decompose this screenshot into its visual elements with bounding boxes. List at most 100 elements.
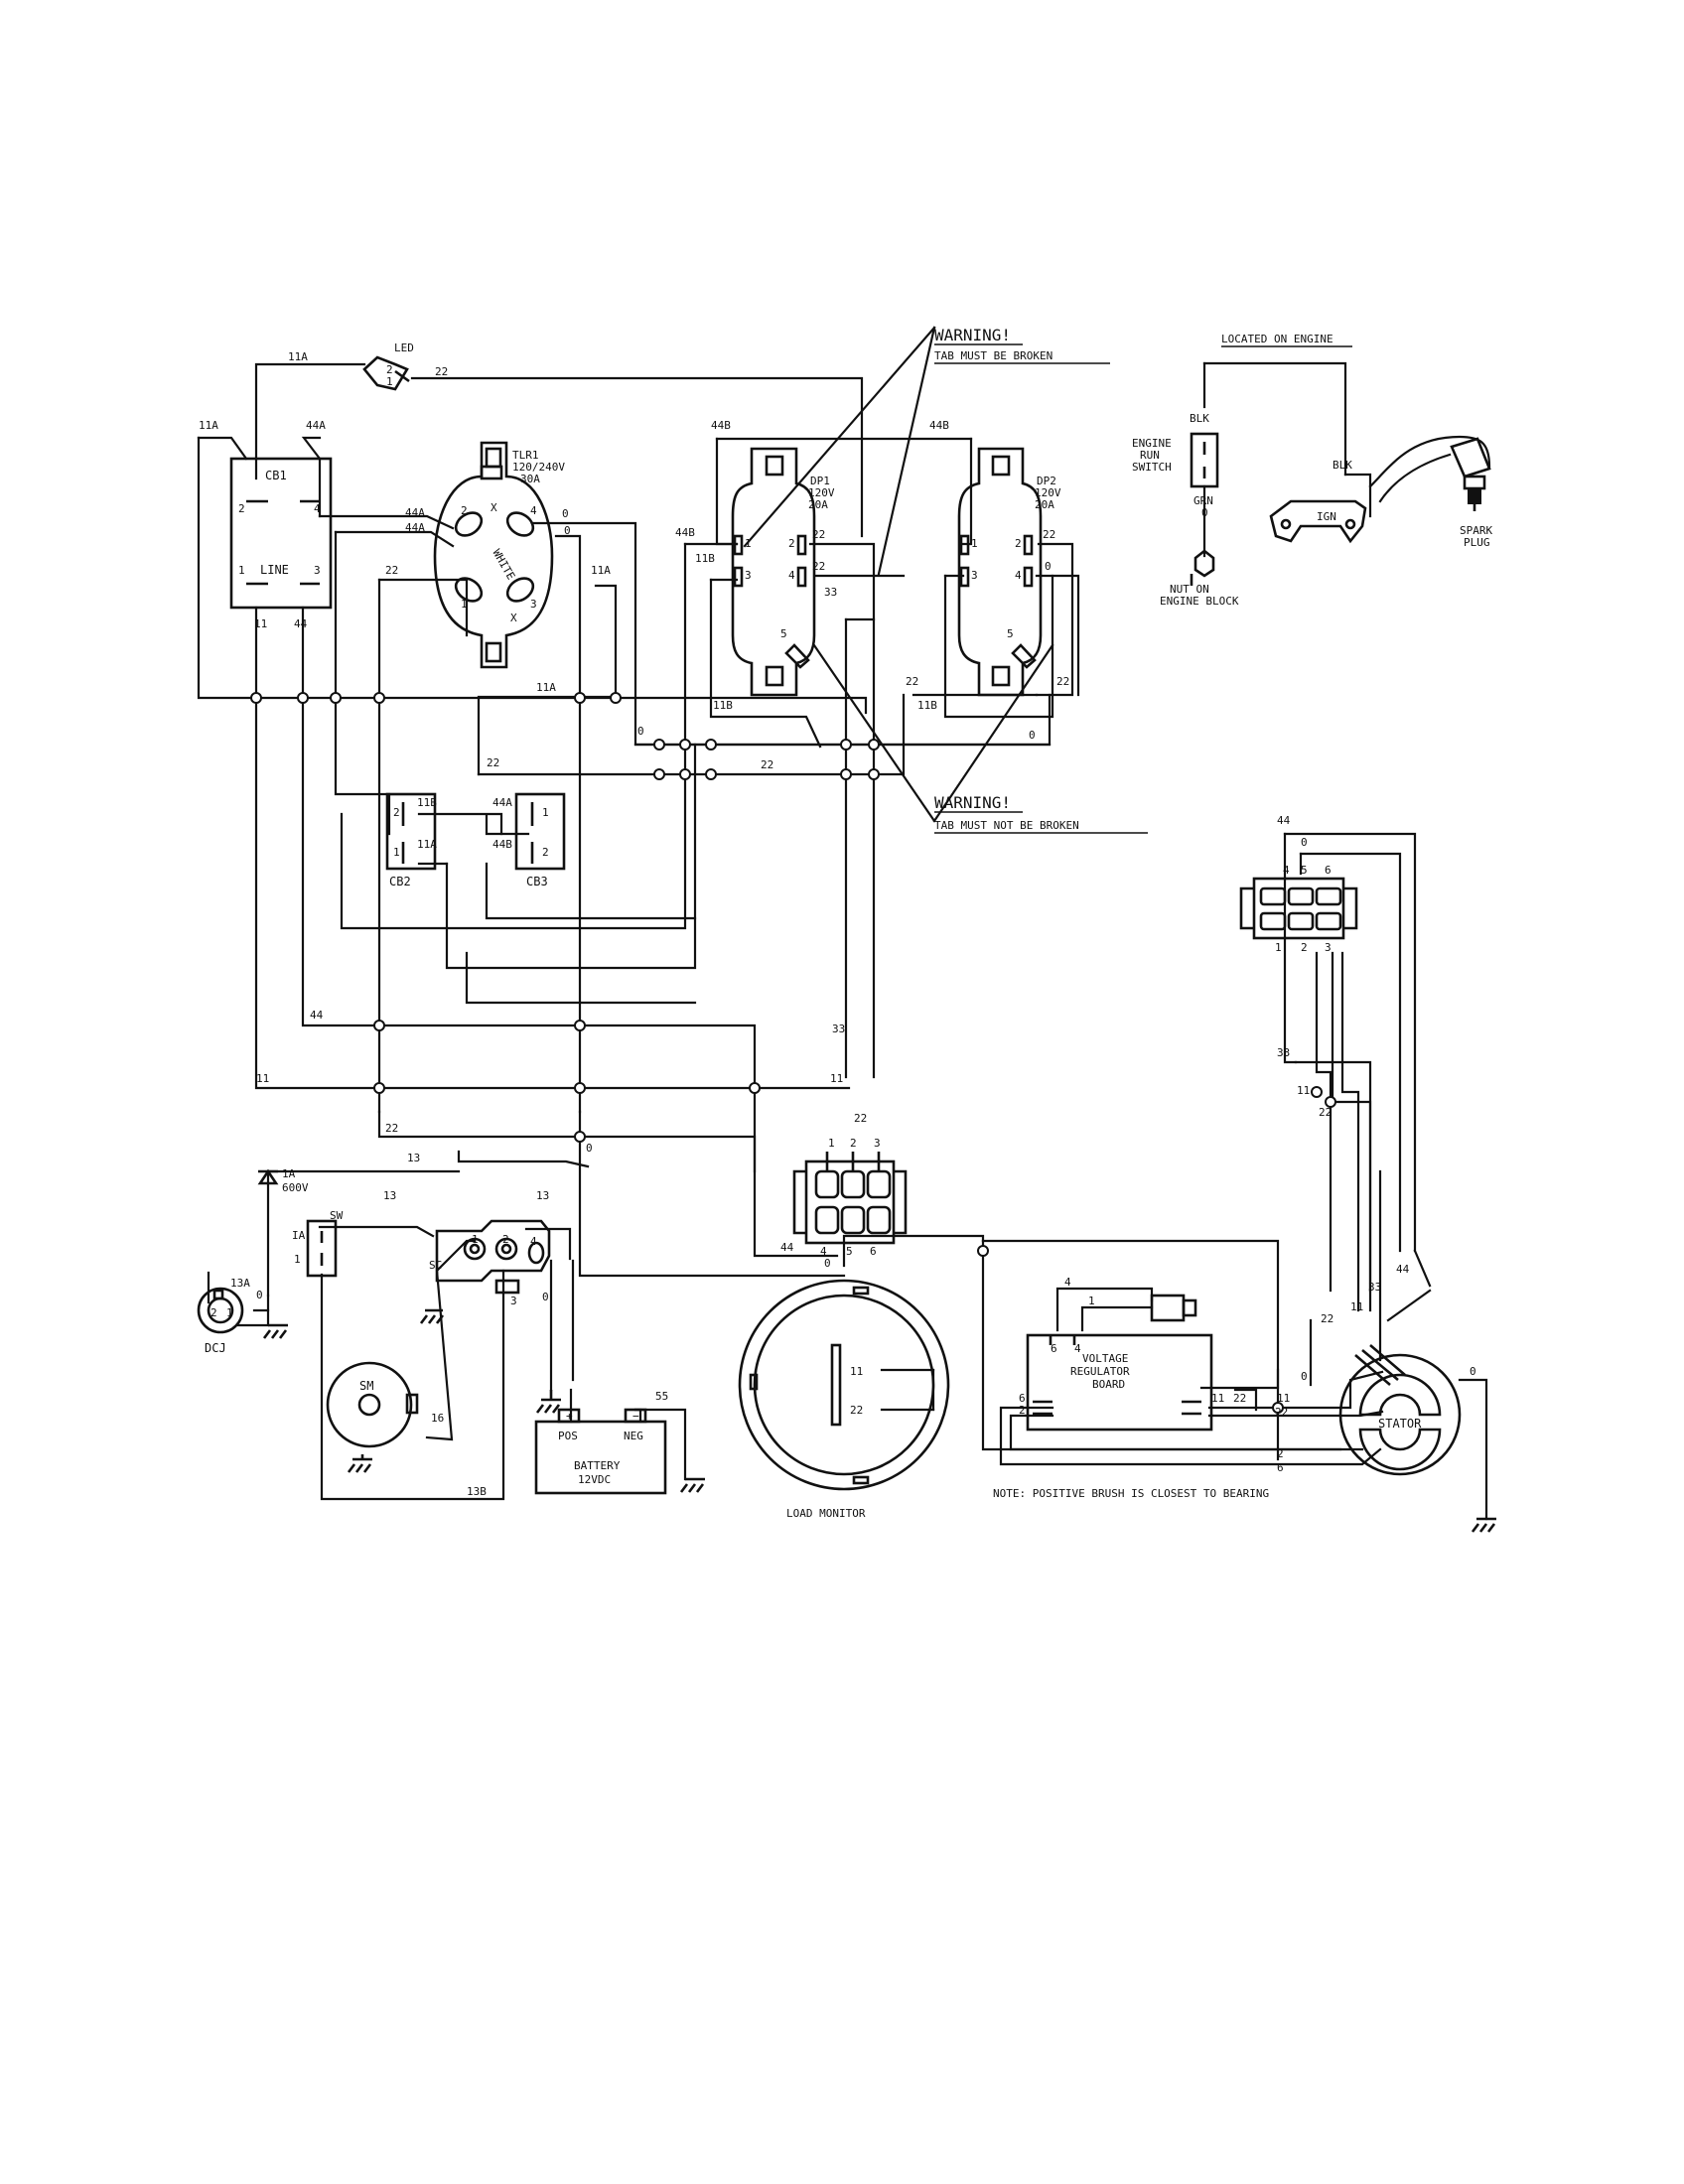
- cb2-pin-2: 2: [393, 806, 400, 819]
- wire-label: 22: [1233, 1392, 1246, 1405]
- wire-label: 11B: [917, 699, 937, 712]
- wire-label: 11A: [591, 564, 611, 577]
- wire-label: 0: [1045, 560, 1052, 573]
- wire-label: 0: [1470, 1365, 1476, 1378]
- tlr1-pin-2: 2: [461, 504, 468, 517]
- dp2-pin-2: 2: [1015, 537, 1022, 550]
- dcj-pin-1: 1: [226, 1306, 233, 1319]
- wire-label: 13A: [230, 1277, 250, 1290]
- cb3-breaker: 1 2 CB3: [514, 792, 566, 888]
- right-pin-5: 5: [1301, 864, 1308, 877]
- tlr1-amps: 30A: [520, 473, 540, 485]
- engine-zero: 0: [1201, 506, 1208, 519]
- stator: STATOR NOTE: POSITIVE BRUSH IS CLOSEST T…: [993, 1344, 1462, 1500]
- tlr1-pin-1: 1: [461, 598, 468, 611]
- wire-label: 0: [1301, 836, 1308, 849]
- cb1-label: CB1: [265, 469, 287, 482]
- wire-label: 11B: [417, 796, 437, 809]
- wire-label: 11: [1297, 1084, 1310, 1097]
- wire-label: 33: [824, 586, 837, 599]
- warning-bottom-line1: WARNING!: [934, 793, 1011, 812]
- wire-label: 22: [385, 564, 398, 577]
- cb1-pin-2: 2: [238, 502, 245, 515]
- wire-label: 44: [1277, 814, 1291, 827]
- center-pin-3: 3: [874, 1137, 881, 1150]
- dp1-pin-2: 2: [788, 537, 795, 550]
- wire-label: 11B: [695, 552, 715, 565]
- wire-label: 22: [812, 560, 825, 573]
- cb1-breaker: CB1 LINE 2 4 1 3: [229, 457, 333, 610]
- wire-label: 4: [1064, 1276, 1071, 1289]
- wire-label: 22: [1275, 1406, 1288, 1419]
- center-pin-6: 6: [870, 1245, 877, 1258]
- sc-pin-3: 3: [510, 1295, 517, 1307]
- wire-label: 6: [1019, 1392, 1026, 1405]
- wire-label: 22: [761, 758, 773, 771]
- wire-label: 22: [854, 1112, 867, 1125]
- voltage-regulator-board: VOLTAGE REGULATOR BOARD 6 4: [1026, 1294, 1213, 1432]
- dp2-receptacle: 1 3 2 4 5 DP2 120V 20A: [957, 447, 1061, 697]
- battery-pos: POS: [558, 1430, 578, 1442]
- wire-label: 22: [906, 675, 918, 688]
- tlr1-x2: X: [510, 612, 517, 624]
- wire-label: 22: [435, 365, 448, 378]
- dp2-pin-1: 1: [971, 537, 978, 550]
- dp1-label: DP1: [810, 475, 830, 487]
- located-on-engine: LOCATED ON ENGINE: [1221, 333, 1333, 345]
- dp1-pin-3: 3: [745, 569, 752, 582]
- tlr1-pin-3: 3: [530, 598, 537, 611]
- wire-label: 11A: [288, 350, 308, 363]
- wire-hops: [250, 692, 1336, 1414]
- wire-label: 44A: [405, 521, 425, 534]
- tlr1-x1: X: [491, 501, 497, 514]
- stator-label: STATOR: [1378, 1417, 1422, 1431]
- wire-label: 0: [824, 1257, 831, 1270]
- engine-switch-1: ENGINE: [1132, 437, 1172, 450]
- diode-amps: 1A: [282, 1167, 296, 1180]
- cb3-pin-1: 1: [542, 806, 549, 819]
- wire-label: 44: [1396, 1263, 1410, 1276]
- wire-label: 44B: [492, 838, 512, 851]
- dcj-pin-2: 2: [210, 1306, 217, 1319]
- tlr1-voltage: 120/240V: [512, 461, 565, 474]
- sm-label: SM: [359, 1379, 373, 1393]
- wire-label: 0: [1301, 1370, 1308, 1383]
- wire-label: 44B: [711, 419, 731, 432]
- wire-label: 33: [1368, 1281, 1381, 1294]
- led-component: LED 2 1: [362, 341, 414, 391]
- wire-label: 44A: [492, 796, 512, 809]
- wire-label: 0: [564, 524, 571, 537]
- diode-voltage: 600V: [282, 1181, 309, 1194]
- center-connector-block: 1 2 3 4 5 6: [792, 1137, 908, 1258]
- battery-voltage: 12VDC: [578, 1473, 611, 1486]
- dp2-pin-4: 4: [1015, 569, 1022, 582]
- dp1-pin-1: 1: [745, 537, 752, 550]
- diode: 1A 600V: [257, 1167, 309, 1194]
- dp1-receptacle: 1 3 2 4 5 DP1 120V 20A: [731, 447, 835, 697]
- tlr1-pin-4: 4: [530, 504, 537, 517]
- engine-components: LOCATED ON ENGINE BLK BLK ENGINE RUN SWI…: [1132, 333, 1492, 608]
- center-pin-1: 1: [828, 1137, 835, 1150]
- warning-tab-not-broken: WARNING! TAB MUST NOT BE BROKEN: [934, 793, 1148, 834]
- wire-label: 0: [637, 725, 644, 738]
- dp1-amps: 20A: [808, 498, 828, 511]
- wire-label: 0: [586, 1142, 593, 1155]
- warning-bottom-line2: TAB MUST NOT BE BROKEN: [934, 819, 1079, 832]
- cb3-label: CB3: [526, 875, 548, 888]
- wire-label: 44: [310, 1009, 324, 1022]
- sc-solenoid: SC 1 2 3 4: [429, 1219, 551, 1307]
- spark-1: SPARK: [1460, 524, 1492, 537]
- load-monitor-label: LOAD MONITOR: [786, 1507, 866, 1520]
- sc-pin-2: 2: [502, 1233, 509, 1246]
- right-pin-2: 2: [1301, 941, 1308, 954]
- sw-ia: IA: [292, 1229, 306, 1242]
- vr-pin-4: 4: [1074, 1342, 1081, 1355]
- wire-label: 22: [850, 1404, 863, 1417]
- wire-label: 0: [542, 1291, 549, 1303]
- wire-label: 22: [1321, 1312, 1333, 1325]
- wire-label: 11A: [199, 419, 218, 432]
- engine-blk-1: BLK: [1190, 412, 1209, 425]
- wire-label: 0: [1029, 729, 1036, 742]
- vr-label-1: VOLTAGE: [1082, 1352, 1128, 1365]
- right-pin-6: 6: [1325, 864, 1332, 877]
